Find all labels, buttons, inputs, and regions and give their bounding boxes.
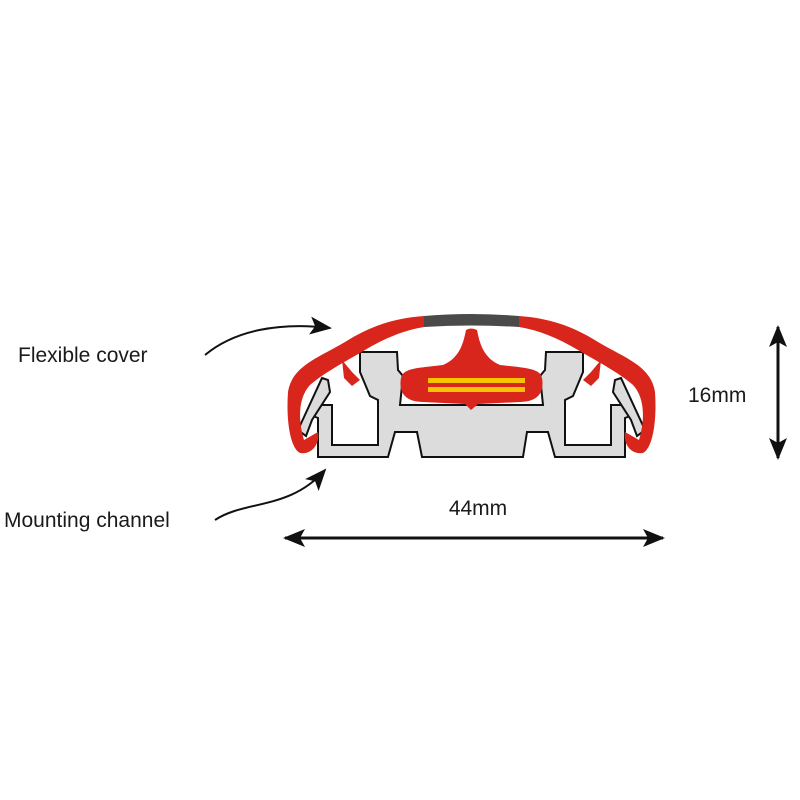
cover-callout-arrow: [204, 316, 332, 356]
top-strip: [424, 314, 519, 327]
cover-flap-left: [342, 360, 360, 386]
flexible-cover-label: Flexible cover: [18, 344, 148, 367]
left-hook: [296, 376, 332, 438]
width-label: 44mm: [449, 497, 507, 520]
mounting-channel-label: Mounting channel: [4, 509, 170, 532]
center-lens: [400, 328, 543, 410]
flexible-cover-shape: [287, 316, 424, 454]
reflector-bar-bottom: [428, 387, 525, 392]
reflector-bar-top: [428, 378, 525, 383]
flexible-cover-shape-right: [519, 316, 656, 454]
height-label: 16mm: [688, 384, 746, 407]
right-hook: [611, 376, 647, 438]
cover-flap-right: [583, 360, 601, 386]
channel-callout-arrow: [214, 468, 327, 521]
